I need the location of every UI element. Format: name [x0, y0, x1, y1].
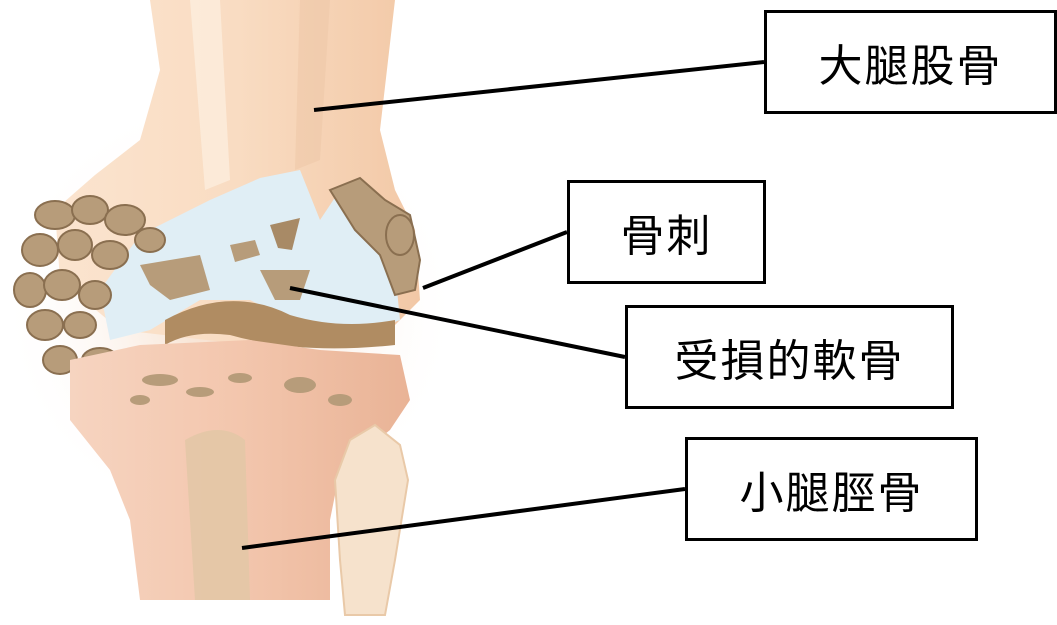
label-femur: 大腿股骨 — [764, 10, 1057, 114]
label-bone-spur-text: 骨刺 — [621, 200, 713, 264]
label-damaged-cartilage: 受損的軟骨 — [625, 305, 954, 409]
fibula-bone — [335, 425, 408, 615]
label-tibia-text: 小腿脛骨 — [740, 457, 924, 521]
tibia-shaft — [185, 430, 250, 600]
label-tibia: 小腿脛骨 — [685, 437, 978, 541]
label-damaged-cartilage-text: 受損的軟骨 — [675, 325, 905, 389]
label-bone-spur: 骨刺 — [567, 180, 766, 284]
label-femur-text: 大腿股骨 — [819, 30, 1003, 94]
